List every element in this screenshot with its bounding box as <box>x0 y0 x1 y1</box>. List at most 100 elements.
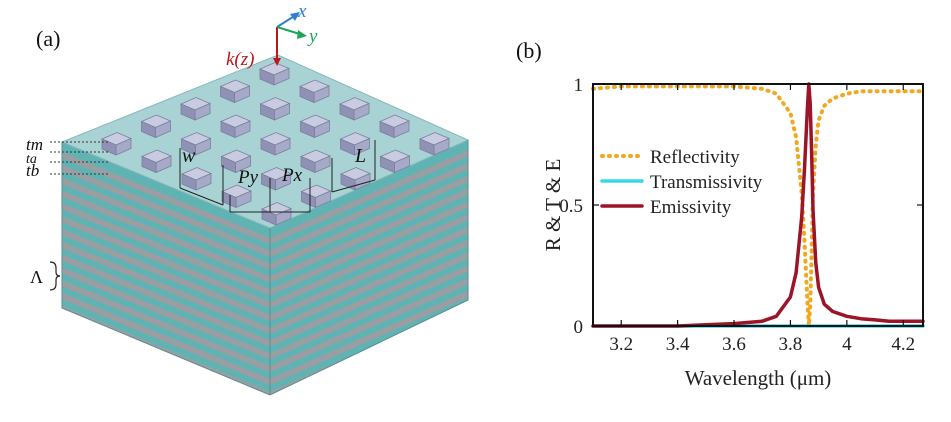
panel-a-schematic: (a) <box>26 1 470 396</box>
dimension-lines <box>179 140 376 213</box>
stack-layer <box>62 267 270 360</box>
resonator-block <box>258 62 291 86</box>
stack-layer <box>62 177 270 270</box>
stack-layer <box>270 239 468 334</box>
resonator-block <box>299 114 331 139</box>
spectrum-chart: 3.2 3.4 3.6 3.8 4 4.2 0 0.5 1 ReflectivityTransm… <box>541 75 925 390</box>
stack-layer <box>62 203 270 296</box>
stack-layer <box>62 184 270 277</box>
stack-layer <box>62 292 270 386</box>
stack-layer <box>62 241 270 334</box>
resonator-block <box>179 97 212 121</box>
stack-layer <box>270 258 468 354</box>
y-tick-label: 1 <box>574 75 584 96</box>
resonator-block <box>219 79 251 104</box>
stack-layer <box>62 299 270 392</box>
x-tick-label: 3.2 <box>609 334 633 355</box>
stack-layer <box>62 209 270 302</box>
axis-y-label: y <box>307 26 318 47</box>
ta-label: ta <box>26 152 37 167</box>
stack-layer <box>270 233 468 328</box>
resonator-block <box>220 149 252 174</box>
resonator-block <box>140 114 172 139</box>
resonator-block <box>219 114 252 139</box>
stack-layer <box>62 228 270 322</box>
coordinate-axes <box>273 12 307 66</box>
stack-layer <box>270 226 468 322</box>
y-axis-label: R & T & E <box>541 159 565 252</box>
stack-layer <box>270 278 468 373</box>
resonator-block <box>378 114 411 139</box>
resonator-block <box>100 132 133 156</box>
stack-layer <box>62 280 270 373</box>
period-x-label: Px <box>281 165 303 186</box>
resonator-block <box>418 132 451 156</box>
metamaterial-schematic: w L Py Px tm ta tb Λ <box>26 1 470 396</box>
stack-layer <box>62 273 270 366</box>
y-tick-label: 0.5 <box>559 196 583 217</box>
axis-x-label: x <box>297 1 307 22</box>
stack-layer <box>270 169 468 264</box>
stack-layer <box>62 190 270 283</box>
stack-layer <box>270 271 468 366</box>
resonator-block <box>259 132 292 156</box>
stack-layer <box>62 222 270 315</box>
stack-layer <box>270 290 468 386</box>
x-tick-label: 4.2 <box>891 334 915 355</box>
stack-layer <box>270 265 468 360</box>
stack-layer <box>270 150 468 245</box>
resonator-block <box>338 97 371 121</box>
resonator-block <box>339 167 372 191</box>
stack-layer <box>62 248 270 341</box>
resonator-block <box>260 167 292 191</box>
panel-b-label: (b) <box>516 38 542 63</box>
stack-layer <box>270 207 468 302</box>
resonator-block <box>339 132 371 156</box>
resonator-block <box>140 149 173 174</box>
x-tick-label: 3.6 <box>722 334 746 355</box>
stack-layer <box>62 196 270 290</box>
stack-layer <box>270 194 468 290</box>
stack-layer <box>270 175 468 270</box>
resonator-block <box>298 79 331 104</box>
stack-layer <box>270 182 468 277</box>
resonator-block <box>300 184 332 209</box>
stack-layer <box>270 246 468 341</box>
stack-layer <box>62 286 270 379</box>
stack-layer <box>62 235 270 328</box>
resonator-block <box>259 97 291 121</box>
resonator-block <box>180 167 213 191</box>
stack-layer <box>62 260 270 354</box>
length-label: L <box>354 145 366 167</box>
resonator-block <box>220 184 253 209</box>
stack-layer <box>62 152 270 245</box>
stack-layer <box>270 188 468 283</box>
stack-layer <box>62 158 270 251</box>
resonator-block <box>180 132 212 156</box>
stack-layer <box>270 214 468 309</box>
resonator-block <box>379 149 411 174</box>
y-tick-label: 0 <box>574 317 584 338</box>
stack-layer <box>270 156 468 251</box>
x-tick-label: 3.8 <box>779 334 803 355</box>
x-axis-label: Wavelength (μm) <box>685 366 832 390</box>
resonator-block <box>299 149 332 174</box>
period-y-label: Py <box>237 167 259 188</box>
stack-layer <box>270 284 468 379</box>
stack-layer <box>62 171 270 264</box>
stack-layer <box>270 252 468 347</box>
legend-label: Transmissivity <box>650 172 763 193</box>
stack-right-face <box>270 140 468 395</box>
x-tick-label: 4 <box>842 334 852 355</box>
stack-layer <box>270 297 468 392</box>
wave-vector-label: k(z) <box>226 49 254 70</box>
stack-layer <box>270 220 468 315</box>
stack-layer <box>270 162 468 258</box>
legend-label: Emissivity <box>650 197 732 218</box>
tm-label: tm <box>26 135 43 154</box>
x-tick-label: 3.4 <box>666 334 690 355</box>
legend-label: Reflectivity <box>650 147 740 168</box>
thickness-dimension <box>50 141 108 175</box>
